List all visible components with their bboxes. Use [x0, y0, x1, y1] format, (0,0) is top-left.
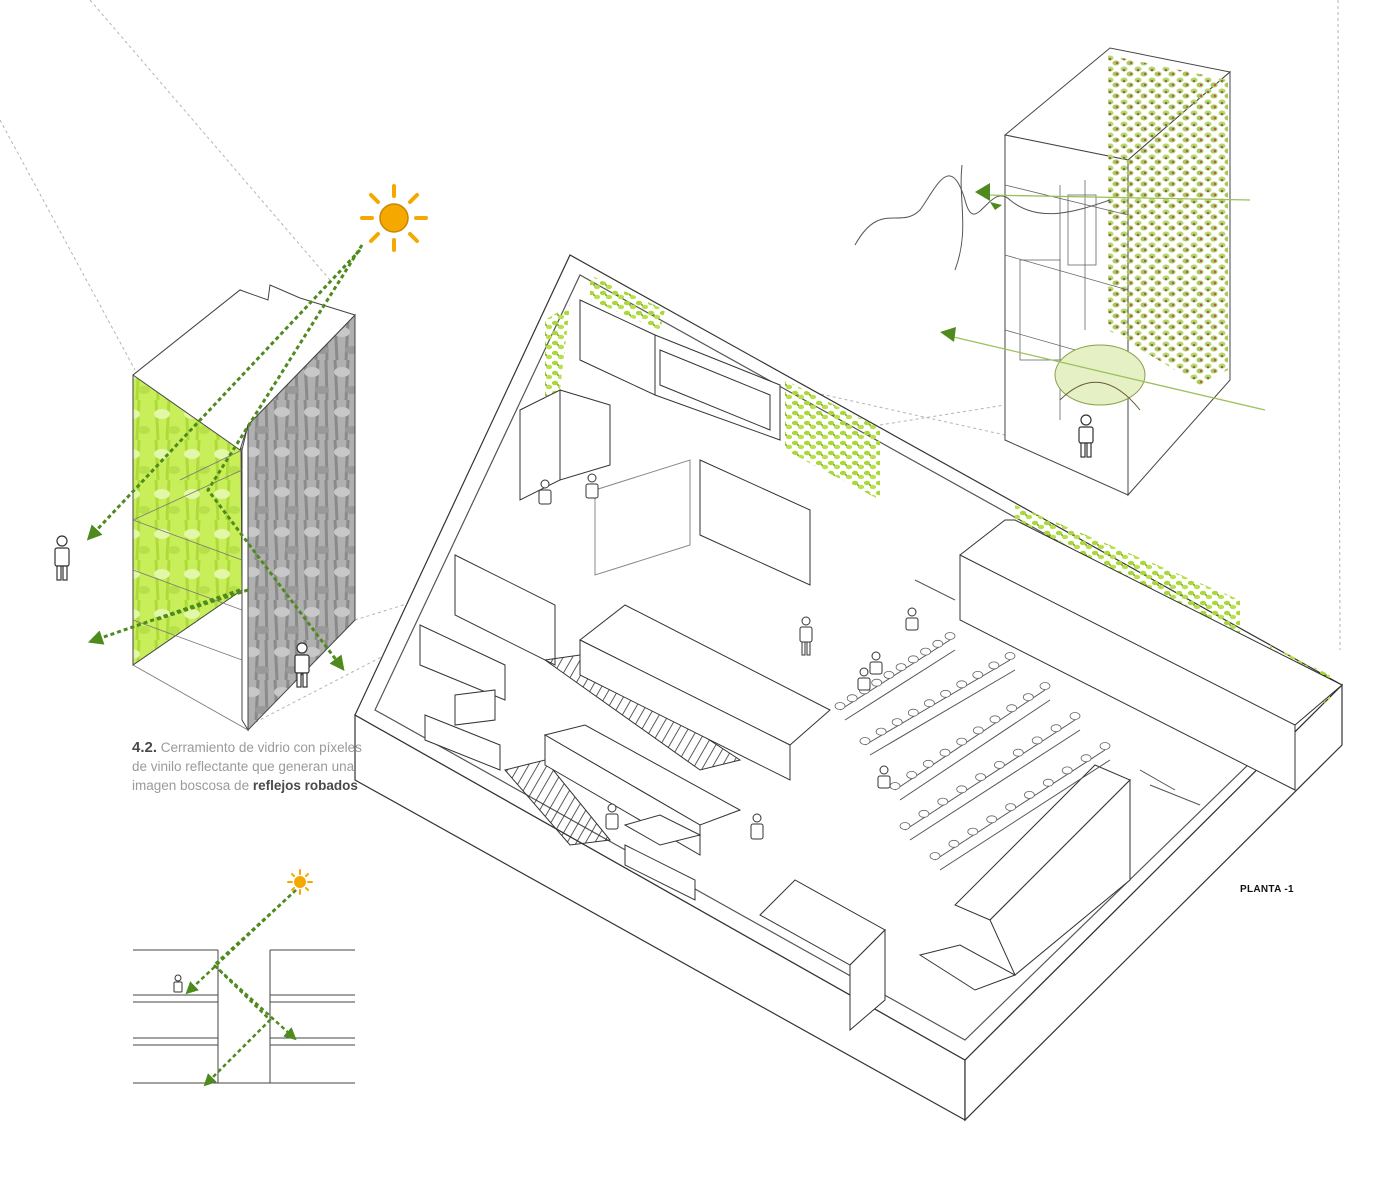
person-icon: [1078, 414, 1094, 458]
person-icon: [799, 616, 813, 656]
seat-mark: [1069, 712, 1081, 720]
interior-walls: [419, 299, 1343, 1032]
seat-mark: [956, 785, 968, 794]
person-icon: [869, 651, 883, 675]
plan-label: PLANTA -1: [1240, 884, 1294, 895]
reflection-arrow-icon: [185, 889, 297, 1087]
seat-mark: [1004, 652, 1016, 660]
seat-mark: [988, 661, 1000, 670]
person-icon: [877, 765, 891, 789]
seat-mark: [972, 671, 984, 679]
seat-mark: [1039, 682, 1051, 690]
seat-marks: [834, 632, 1111, 860]
seat-mark: [906, 771, 918, 779]
seat-mark: [859, 737, 871, 745]
seat-mark: [929, 852, 941, 860]
seat-mark: [994, 761, 1005, 769]
seat-mark: [948, 839, 960, 848]
seat-mark: [895, 663, 907, 671]
seat-mark: [907, 655, 919, 664]
seat-mark: [924, 699, 935, 708]
seat-mark: [956, 737, 968, 746]
seat-mark: [1024, 791, 1035, 799]
sun-icon: [287, 869, 313, 895]
green-wall-face: [1108, 55, 1228, 385]
seat-mark: [899, 822, 911, 830]
person-icon: [173, 974, 183, 993]
reflection-arrow-icon: [944, 194, 1266, 411]
seat-mark: [986, 815, 998, 824]
seat-mark: [922, 759, 934, 768]
seat-mark: [1099, 742, 1111, 750]
glass-enclosure-tower: [132, 284, 356, 732]
person-icon: [750, 813, 764, 840]
seat-mark: [975, 773, 986, 781]
caption-text: 4.2. Cerramiento de vidrio con píxeles d…: [132, 738, 372, 795]
ground-sketch-line: [854, 164, 1111, 271]
person-icon: [54, 535, 70, 581]
sun-icon: [360, 184, 428, 252]
caption-number: 4.2.: [132, 739, 158, 756]
seat-mark: [1031, 736, 1043, 745]
seat-mark: [846, 694, 858, 703]
seat-mark: [875, 727, 887, 736]
seat-mark: [907, 708, 919, 717]
seat-mark: [1005, 803, 1016, 811]
seat-mark: [1042, 778, 1054, 787]
person-icon: [605, 803, 619, 830]
seat-mark: [918, 809, 930, 818]
seat-mark: [932, 639, 944, 648]
seat-mark: [939, 748, 951, 757]
caption-body: Cerramiento de vidrio con píxeles de vin…: [132, 740, 362, 793]
person-icon: [905, 607, 919, 631]
green-facade-tower: [1003, 47, 1232, 497]
reflection-arrow-icon: [86, 244, 364, 671]
seat-mark: [1061, 766, 1073, 775]
seat-mark: [891, 718, 903, 726]
seat-mark: [920, 647, 931, 656]
seat-mark: [940, 689, 951, 698]
seat-mark: [1022, 693, 1034, 701]
person-icon: [585, 473, 599, 499]
caption-highlight: reflejos robados: [252, 778, 358, 793]
auditorium-seating: [839, 579, 1201, 871]
seat-mark: [834, 702, 846, 710]
seat-mark: [1006, 704, 1018, 713]
seat-mark: [883, 671, 895, 679]
person-icon: [538, 479, 552, 505]
seat-mark: [956, 680, 968, 689]
seat-mark: [967, 827, 979, 836]
section-diagram: [133, 949, 355, 1084]
seat-mark: [889, 782, 901, 790]
person-icon: [294, 642, 310, 688]
seat-mark: [989, 715, 1001, 724]
person-icon: [857, 667, 871, 691]
seat-mark: [944, 632, 956, 640]
seat-mark: [1080, 754, 1092, 763]
seat-mark: [937, 797, 949, 806]
seat-mark: [1050, 724, 1062, 733]
seat-mark: [871, 678, 883, 687]
seat-mark: [1012, 748, 1024, 757]
seat-mark: [972, 726, 984, 735]
